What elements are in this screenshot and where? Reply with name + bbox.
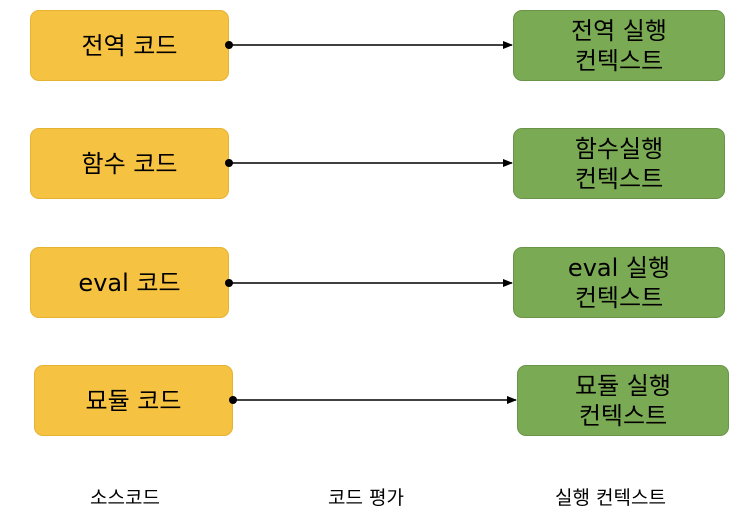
source-box-module: 묘듈 코드	[34, 365, 233, 436]
source-box-eval: eval 코드	[30, 247, 229, 318]
context-box-function-line2: 컨텍스트	[574, 164, 664, 193]
context-box-global-line2: 컨텍스트	[574, 46, 664, 75]
source-box-global: 전역 코드	[30, 10, 229, 81]
column-label-evaluation: 코드 평가	[328, 487, 404, 509]
context-box-eval-line1: eval 실행	[567, 253, 671, 282]
arrow-module	[229, 396, 517, 404]
context-box-eval-line2: 컨텍스트	[574, 283, 664, 312]
column-label-context: 실행 컨텍스트	[555, 487, 666, 509]
context-box-global: 전역 실행 컨텍스트	[513, 10, 725, 81]
context-box-function-line1: 함수실행	[574, 134, 664, 163]
source-box-global-label: 전역 코드	[81, 31, 178, 60]
context-box-eval: eval 실행 컨텍스트	[513, 247, 725, 318]
context-box-function: 함수실행 컨텍스트	[513, 128, 725, 199]
arrow-eval	[225, 279, 513, 287]
source-box-module-label: 묘듈 코드	[85, 386, 182, 415]
source-box-eval-label: eval 코드	[78, 268, 181, 297]
arrow-global	[225, 41, 513, 49]
source-box-function: 함수 코드	[30, 128, 229, 199]
source-box-function-label: 함수 코드	[81, 149, 178, 178]
context-box-module-line1: 묘듈 실행	[575, 371, 671, 400]
column-label-source: 소스코드	[90, 487, 160, 509]
context-box-module-line2: 컨텍스트	[578, 401, 668, 430]
context-box-module: 묘듈 실행 컨텍스트	[517, 365, 729, 436]
arrow-function	[225, 159, 513, 167]
context-box-global-line1: 전역 실행	[571, 16, 667, 45]
